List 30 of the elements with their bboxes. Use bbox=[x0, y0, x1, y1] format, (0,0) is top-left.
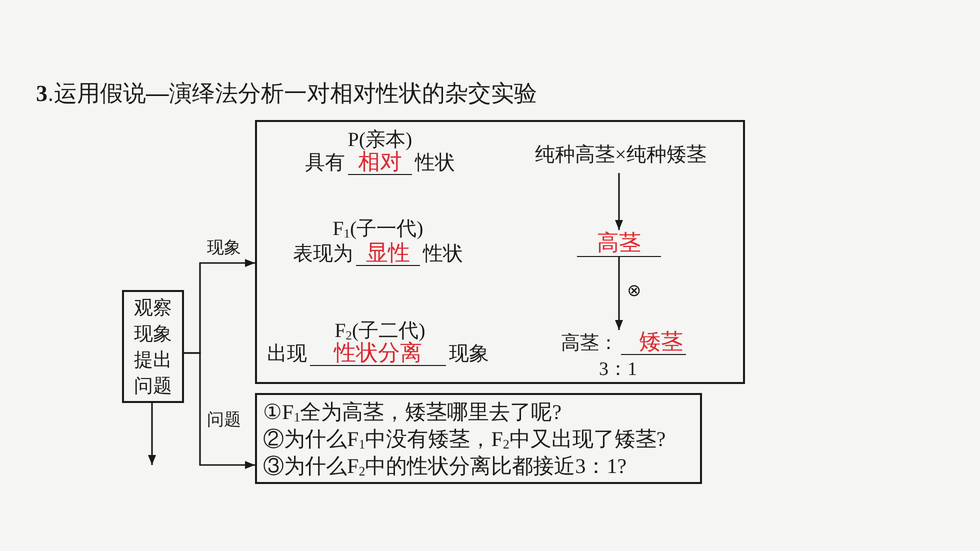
question-text: ①F$_{1}$全为高茎，矮茎哪里去了呢? bbox=[263, 399, 563, 426]
generation-heading: F$_{2}$(子二代) bbox=[334, 320, 426, 342]
arrow bbox=[148, 403, 156, 465]
elbow-arrow bbox=[184, 352, 255, 469]
fill-in-line: 相对 bbox=[348, 150, 412, 175]
phenomenon-panel bbox=[255, 120, 745, 384]
arrow bbox=[615, 257, 623, 330]
statement-text: 现象 bbox=[449, 343, 489, 365]
generation-heading: F$_{1}$(子一代) bbox=[332, 218, 424, 240]
heading-text: 3.运用假说—演绎法分析一对相对性状的杂交实验 bbox=[36, 79, 537, 108]
arrow bbox=[615, 173, 623, 230]
fill-in-line: 矮茎 bbox=[621, 330, 686, 355]
question-panel bbox=[255, 393, 702, 484]
ratio-text: 3：1 bbox=[599, 359, 637, 380]
generation-heading: P(亲本) bbox=[348, 129, 412, 151]
edge-label: 现象 bbox=[207, 238, 241, 257]
question-text: ②为什么F$_{1}$中没有矮茎，F$_{2}$中又出现了矮茎? bbox=[263, 426, 667, 453]
edge-label: 问题 bbox=[207, 410, 241, 429]
statement-text: 表现为 bbox=[293, 243, 353, 265]
statement-text: 性状 bbox=[423, 243, 463, 265]
statement-text: 出现 bbox=[267, 343, 307, 365]
step-box: 观察现象提出问题 bbox=[122, 290, 184, 403]
statement-text: 性状 bbox=[415, 152, 455, 174]
question-text: ③为什么F$_{2}$中的性状分离比都接近3：1? bbox=[263, 453, 628, 480]
trait-label: 高茎： bbox=[561, 333, 618, 354]
fill-in-line: 显性 bbox=[356, 241, 420, 266]
fill-in-line: 高茎 bbox=[577, 230, 661, 257]
cross-label: 纯种高茎×纯种矮茎 bbox=[535, 143, 706, 173]
statement-text: 具有 bbox=[305, 152, 345, 174]
fill-in-line: 性状分离 bbox=[310, 341, 446, 366]
